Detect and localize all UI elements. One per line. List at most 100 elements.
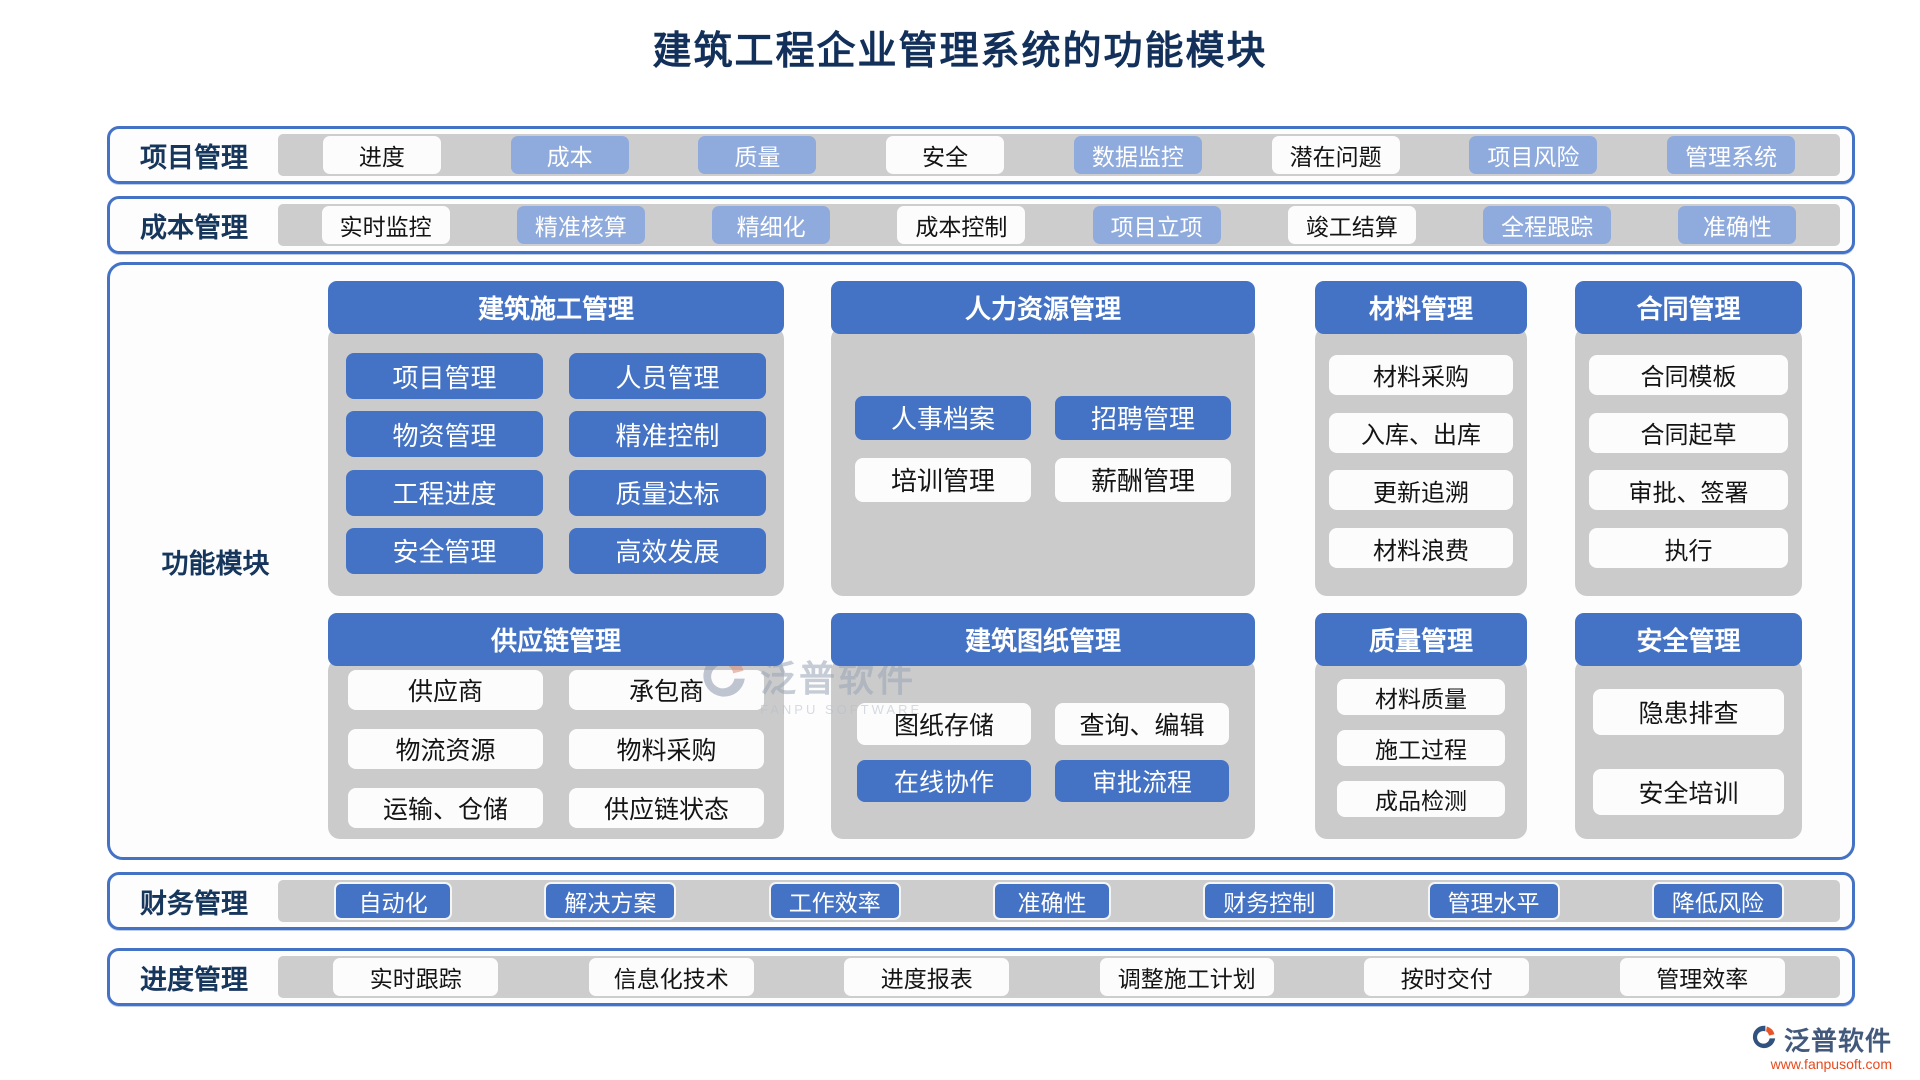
- module-chip: 入库、出库: [1329, 412, 1513, 453]
- band-chip: 精细化: [712, 206, 831, 244]
- band-chip: 进度: [322, 136, 441, 174]
- module-chip: 物料采购: [569, 729, 764, 769]
- module-chip: 材料采购: [1329, 354, 1513, 395]
- group-panel-supply-chain: 供应商承包商物流资源物料采购运输、仓储供应链状态: [328, 659, 784, 839]
- fanpu-logo-url: www.fanpusoft.com: [1770, 1056, 1892, 1072]
- module-chip: 供应商: [348, 670, 543, 710]
- group-hr-management: 人力资源管理 人事档案招聘管理培训管理薪酬管理: [831, 281, 1255, 596]
- band-chip: 准确性: [1678, 206, 1797, 244]
- band-cost-management: 成本管理 实时监控精准核算精细化成本控制项目立项竣工结算全程跟踪准确性: [107, 196, 1855, 254]
- module-chip: 工程进度: [346, 469, 543, 516]
- group-header-construction: 建筑施工管理: [328, 281, 784, 334]
- band-finance-management: 财务管理 自动化 解决方案 工作效率 准确性 财务控制 管理水平 降低风险: [107, 872, 1855, 930]
- group-supply-chain-management: 供应链管理 供应商承包商物流资源物料采购运输、仓储供应链状态: [328, 613, 784, 839]
- group-panel-contract: 合同模板合同起草审批、签署执行: [1575, 327, 1802, 596]
- band-schedule-management: 进度管理 实时跟踪信息化技术进度报表调整施工计划按时交付管理效率: [107, 948, 1855, 1006]
- group-panel-quality: 材料质量施工过程成品检测: [1315, 659, 1527, 839]
- module-chip: 薪酬管理: [1055, 457, 1231, 502]
- band-chip: 降低风险: [1651, 882, 1784, 920]
- band-chip: 项目风险: [1469, 136, 1598, 174]
- module-chip: 供应链状态: [569, 788, 764, 828]
- band-chip: 竣工结算: [1287, 206, 1416, 244]
- band-chip: 实时跟踪: [333, 958, 499, 996]
- module-chip: 图纸存储: [857, 703, 1031, 745]
- module-chip: 安全管理: [346, 527, 543, 574]
- group-contract-management: 合同管理 合同模板合同起草审批、签署执行: [1575, 281, 1802, 596]
- band-chip: 管理效率: [1619, 958, 1785, 996]
- band-chip: 质量: [698, 136, 817, 174]
- group-material-management: 材料管理 材料采购入库、出库更新追溯材料浪费: [1315, 281, 1527, 596]
- module-chip: 物资管理: [346, 411, 543, 458]
- module-chip: 安全培训: [1593, 769, 1784, 815]
- module-chip: 执行: [1589, 528, 1788, 569]
- module-chip: 施工过程: [1337, 730, 1505, 766]
- group-panel-hr: 人事档案招聘管理培训管理薪酬管理: [831, 327, 1255, 596]
- fanpu-logo-icon: [1750, 1023, 1778, 1056]
- module-chip: 运输、仓储: [348, 788, 543, 828]
- band-project-management: 项目管理 进度成本质量安全数据监控潜在问题项目风险管理系统: [107, 126, 1855, 184]
- module-chip: 物流资源: [348, 729, 543, 769]
- band-chip: 解决方案: [544, 882, 677, 920]
- band-label-cost: 成本管理: [140, 212, 248, 243]
- band-chip: 潜在问题: [1271, 136, 1400, 174]
- watermark-subtitle: FANPU SOFTWARE: [760, 702, 923, 717]
- band-chip: 进度报表: [844, 958, 1010, 996]
- module-chip: 成品检测: [1337, 781, 1505, 817]
- group-header-hr: 人力资源管理: [831, 281, 1255, 334]
- module-chip: 项目管理: [346, 353, 543, 400]
- module-chip: 精准控制: [569, 411, 766, 458]
- fanpu-logo: 泛普软件 www.fanpusoft.com: [1750, 1021, 1892, 1072]
- group-quality-management: 质量管理 材料质量施工过程成品检测: [1315, 613, 1527, 839]
- band-strip-finance: 自动化 解决方案 工作效率 准确性 财务控制 管理水平 降低风险: [278, 880, 1840, 922]
- group-header-supply-chain: 供应链管理: [328, 613, 784, 666]
- module-chip: 培训管理: [855, 457, 1031, 502]
- module-chip: 质量达标: [569, 469, 766, 516]
- group-panel-material: 材料采购入库、出库更新追溯材料浪费: [1315, 327, 1527, 596]
- module-chip: 更新追溯: [1329, 470, 1513, 511]
- band-chip: 准确性: [992, 882, 1111, 920]
- module-chip: 材料质量: [1337, 679, 1505, 715]
- band-chip: 实时监控: [321, 206, 450, 244]
- band-chip: 数据监控: [1073, 136, 1202, 174]
- group-panel-drawing: 图纸存储查询、编辑在线协作审批流程: [831, 659, 1255, 839]
- module-chip: 审批、签署: [1589, 470, 1788, 511]
- band-chip: 工作效率: [768, 882, 901, 920]
- band-chip: 信息化技术: [588, 958, 754, 996]
- band-strip-project: 进度成本质量安全数据监控潜在问题项目风险管理系统: [278, 134, 1840, 176]
- modules-row-bottom: 供应链管理 供应商承包商物流资源物料采购运输、仓储供应链状态 建筑图纸管理 图纸…: [328, 613, 1806, 839]
- band-label-finance: 财务管理: [140, 888, 248, 919]
- module-chip: 合同起草: [1589, 412, 1788, 453]
- group-header-contract: 合同管理: [1575, 281, 1802, 334]
- watermark-center: 泛普软件 FANPU SOFTWARE: [698, 650, 922, 717]
- band-chip: 管理水平: [1427, 882, 1560, 920]
- band-label-project: 项目管理: [140, 142, 248, 173]
- band-chip: 财务控制: [1203, 882, 1336, 920]
- band-chip: 精准核算: [516, 206, 645, 244]
- band-chip: 自动化: [334, 882, 453, 920]
- group-header-quality: 质量管理: [1315, 613, 1527, 666]
- band-chip: 按时交付: [1364, 958, 1530, 996]
- modules-row-top: 建筑施工管理 项目管理人员管理物资管理精准控制工程进度质量达标安全管理高效发展 …: [328, 281, 1806, 596]
- band-chip: 成本控制: [897, 206, 1026, 244]
- fanpu-logo-name: 泛普软件: [1783, 1027, 1892, 1056]
- band-strip-schedule: 实时跟踪信息化技术进度报表调整施工计划按时交付管理效率: [278, 956, 1840, 998]
- function-modules-label: 功能模块: [161, 548, 270, 579]
- group-header-drawing: 建筑图纸管理: [831, 613, 1255, 666]
- function-modules-content: 建筑施工管理 项目管理人员管理物资管理精准控制工程进度质量达标安全管理高效发展 …: [328, 281, 1806, 839]
- module-chip: 高效发展: [569, 527, 766, 574]
- group-panel-safety: 隐患排查安全培训: [1575, 659, 1802, 839]
- function-modules-container: 功能模块 建筑施工管理 项目管理人员管理物资管理精准控制工程进度质量达标安全管理…: [107, 262, 1855, 860]
- module-chip: 材料浪费: [1329, 528, 1513, 569]
- module-chip: 人员管理: [569, 353, 766, 400]
- band-strip-cost: 实时监控精准核算精细化成本控制项目立项竣工结算全程跟踪准确性: [278, 204, 1840, 246]
- module-chip: 合同模板: [1589, 354, 1788, 395]
- band-chip: 安全: [886, 136, 1005, 174]
- group-construction-management: 建筑施工管理 项目管理人员管理物资管理精准控制工程进度质量达标安全管理高效发展: [328, 281, 784, 596]
- module-chip: 人事档案: [855, 395, 1031, 440]
- band-chip: 成本: [510, 136, 629, 174]
- group-panel-construction: 项目管理人员管理物资管理精准控制工程进度质量达标安全管理高效发展: [328, 327, 784, 596]
- group-safety-management: 安全管理 隐患排查安全培训: [1575, 613, 1802, 839]
- band-chip: 项目立项: [1092, 206, 1221, 244]
- group-header-material: 材料管理: [1315, 281, 1527, 334]
- group-drawing-management: 建筑图纸管理 图纸存储查询、编辑在线协作审批流程: [831, 613, 1255, 839]
